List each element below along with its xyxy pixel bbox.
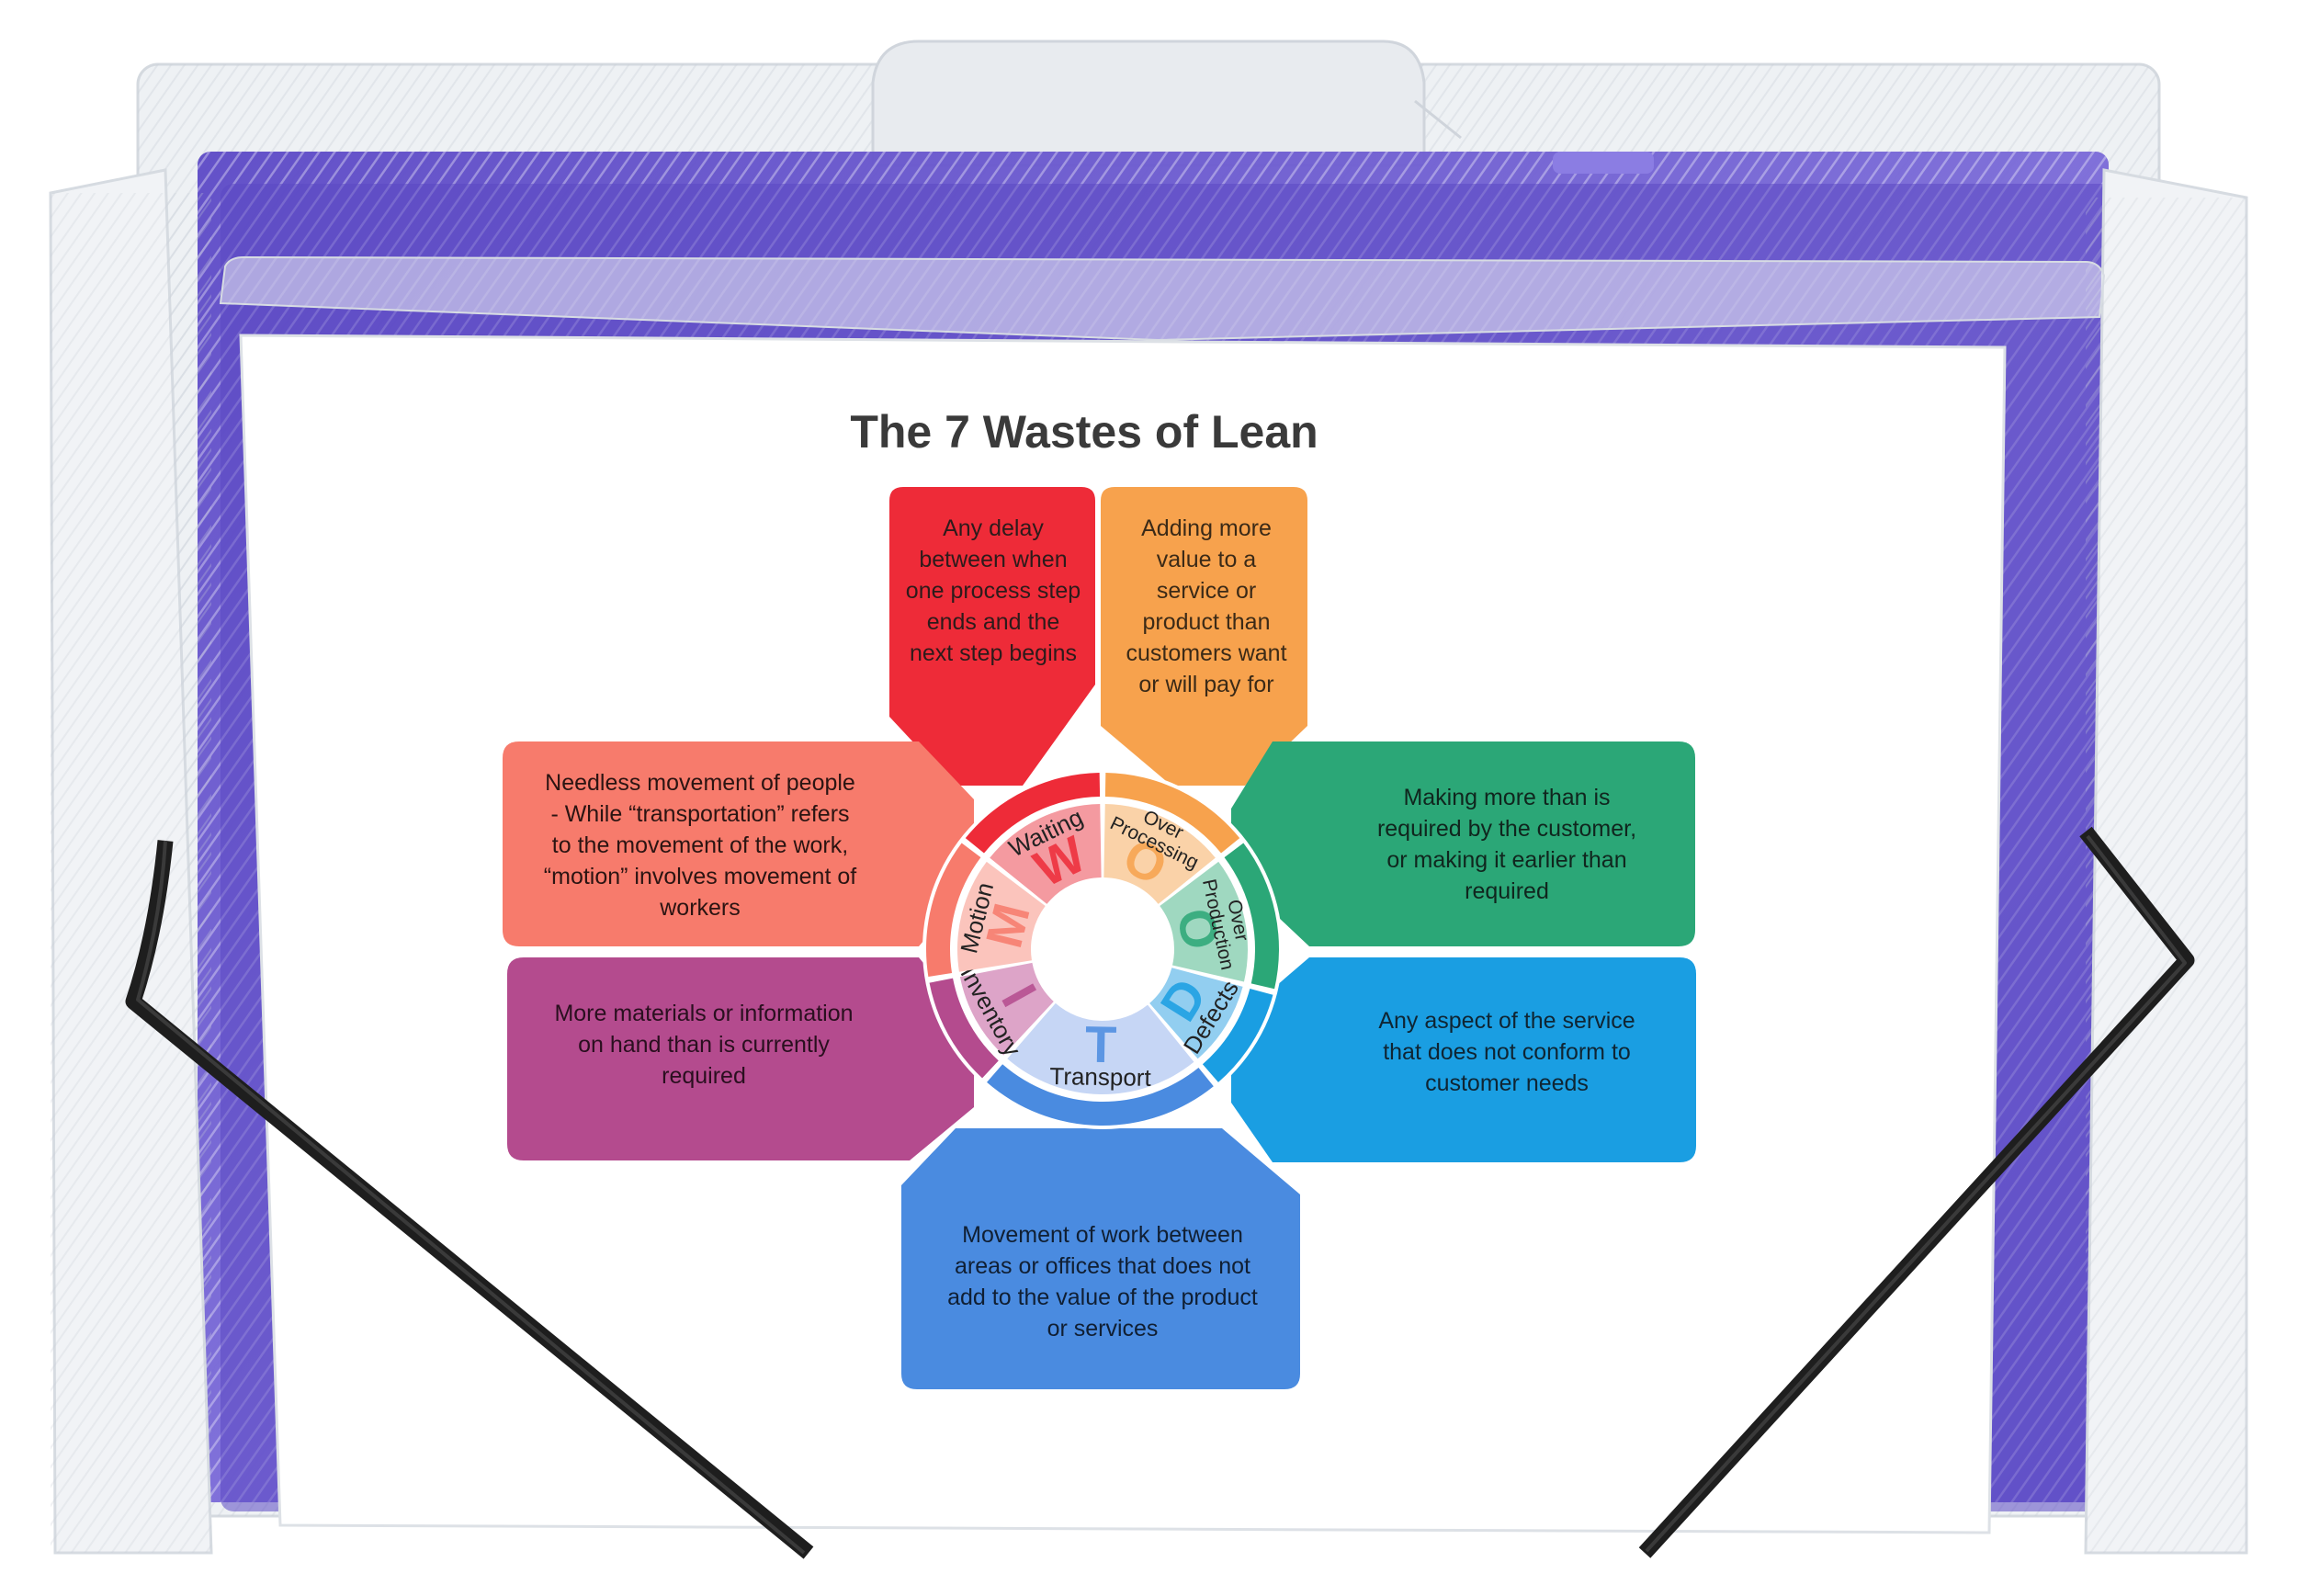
description-line: service or <box>1157 578 1256 604</box>
wheel-ring-transport <box>987 1064 1214 1126</box>
description-line: or will pay for <box>1138 672 1273 697</box>
description-line: “motion” involves movement of <box>544 864 856 889</box>
description-line: to the movement of the work, <box>552 832 848 858</box>
wheel-segment-waiting <box>990 804 1102 904</box>
wheel-label-line: Transport <box>1049 1062 1152 1092</box>
elastic-band <box>125 826 2195 1559</box>
description-line: required <box>1465 878 1549 904</box>
wheel-ring-motion <box>926 843 981 978</box>
description-line: Any delay <box>943 515 1044 541</box>
description-line: areas or offices that does not <box>955 1253 1250 1279</box>
description-motion: Needless movement of people - While “tran… <box>544 770 856 921</box>
description-line: or making it earlier than <box>1386 847 1626 873</box>
poster-title: The 7 Wastes of Lean <box>850 406 1318 458</box>
description-line: Any aspect of the service <box>1378 1008 1635 1034</box>
description-line: Adding more <box>1141 515 1272 541</box>
description-line: required <box>662 1063 746 1089</box>
description-line: customers want <box>1126 640 1286 666</box>
description-inventory: More materials or information on hand tha… <box>554 1001 853 1089</box>
wheel-segment-inventory <box>959 962 1054 1056</box>
description-line: next step begins <box>910 640 1077 666</box>
wheel-letter-transport: T <box>1085 1015 1117 1074</box>
description-line: Needless movement of people <box>545 770 855 796</box>
description-transport: Movement of work between areas or offices… <box>947 1222 1258 1341</box>
waste-box-motion <box>503 741 974 946</box>
description-line: workers <box>659 895 741 921</box>
wheel-label-transport: Transport <box>1049 1062 1152 1092</box>
description-defects: Any aspect of the service that does not c… <box>1378 1008 1635 1096</box>
description-line: required by the customer, <box>1377 816 1636 842</box>
description-line: value to a <box>1157 547 1257 572</box>
waste-box-over-production <box>1231 741 1695 946</box>
wheel-hub <box>1036 883 1169 1015</box>
folder-top-flap <box>219 255 2106 342</box>
description-line: More materials or information <box>554 1001 853 1026</box>
folder-tab <box>871 40 1426 167</box>
wheel-ring-defects <box>1202 988 1273 1082</box>
wheel-segment-motion <box>956 861 1046 972</box>
waste-box-over-processing <box>1101 487 1307 786</box>
description-line: ends and the <box>927 609 1060 635</box>
description-line: one process step <box>906 578 1081 604</box>
description-waiting: Any delay between when one process step end… <box>906 515 1081 666</box>
wheel-segment-over-production <box>1160 861 1248 982</box>
wheel-segment-defects <box>1149 968 1243 1059</box>
wheel-segment-transport <box>1007 1002 1194 1094</box>
description-line: that does not conform to <box>1383 1039 1631 1065</box>
waste-box-waiting <box>889 487 1095 786</box>
wheel-segment-over-processing <box>1103 804 1216 904</box>
wheel-ring-inventory <box>929 978 999 1079</box>
wheel-ring-over-production <box>1224 843 1280 990</box>
waste-box-defects <box>1231 957 1696 1162</box>
description-over-production: Making more than is required by the custo… <box>1377 785 1636 904</box>
waste-box-transport <box>901 1128 1300 1389</box>
description-line: add to the value of the product <box>947 1285 1258 1310</box>
description-line: Movement of work between <box>962 1222 1243 1248</box>
description-line: between when <box>919 547 1067 572</box>
description-line: - While “transportation” refers <box>550 801 849 827</box>
wheel-ring-waiting <box>965 773 1101 854</box>
description-line: customer needs <box>1425 1070 1589 1096</box>
description-over-processing: Adding more value to a service or product t… <box>1126 515 1286 697</box>
description-line: product than <box>1143 609 1271 635</box>
description-line: Making more than is <box>1403 785 1610 810</box>
description-line: or services <box>1047 1316 1159 1341</box>
description-line: on hand than is currently <box>578 1032 830 1058</box>
wheel-ring-over-processing <box>1104 773 1240 854</box>
waste-box-inventory <box>507 957 974 1160</box>
